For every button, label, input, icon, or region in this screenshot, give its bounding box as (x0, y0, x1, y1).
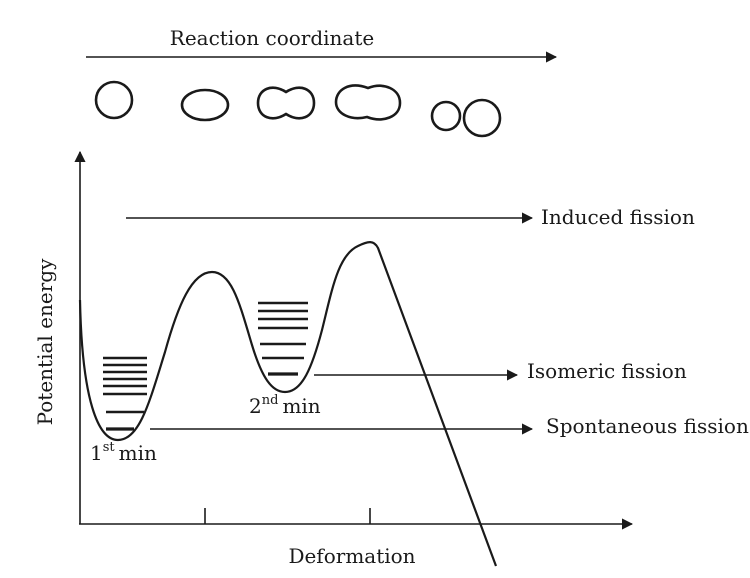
induced-fission-label: Induced fission (541, 205, 695, 229)
shape-sphere (94, 80, 134, 120)
spontaneous-fission-label: Spontaneous fission (546, 414, 749, 438)
second-minimum-levels (258, 301, 308, 376)
isomeric-fission-label: Isomeric fission (527, 359, 687, 383)
first-minimum-levels (103, 356, 147, 431)
potential-energy-curve (78, 241, 498, 567)
shape-dumbbell (256, 86, 316, 120)
shape-oblate (180, 88, 230, 122)
reaction-coordinate-label: Reaction coordinate (170, 26, 374, 50)
x-axis-label: Deformation (288, 544, 415, 568)
shape-elongated (334, 84, 402, 121)
nuclear-shapes (94, 80, 502, 138)
y-axis-label: Potential energy (33, 258, 57, 425)
shape-two-fragments (430, 98, 502, 138)
